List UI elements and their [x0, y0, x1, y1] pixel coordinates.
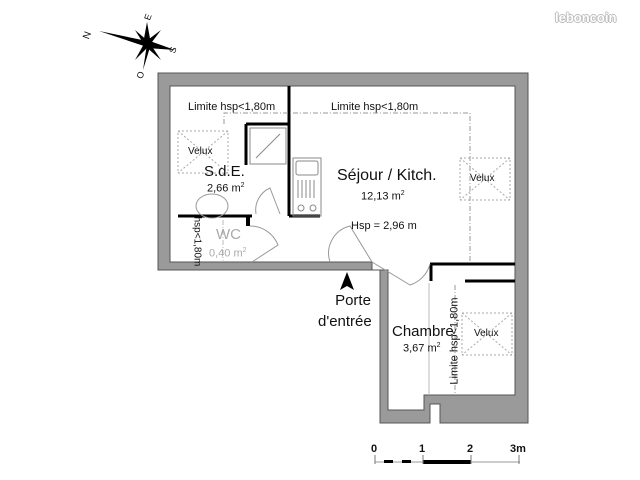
scale-tick-1: 1	[419, 443, 426, 455]
room-area-sde: 2,66 m2	[207, 182, 245, 195]
limit-label-sejour: Limite hsp<1,80m	[331, 101, 419, 113]
scale-bar	[374, 455, 520, 464]
velux-label-chambre: Velux	[474, 328, 499, 339]
compass-rose-icon	[99, 22, 175, 70]
room-area-sejour: 12,13 m2	[361, 190, 405, 203]
room-name-sejour: Séjour / Kitch.	[337, 167, 437, 184]
limit-label-sde: Limite hsp<1,80m	[188, 101, 276, 113]
scale-tick-2: 2	[467, 443, 474, 455]
entrance-arrow-icon	[340, 272, 354, 290]
entrance-label-line1: Porte	[335, 292, 371, 309]
limit-label-chambre: Limite hsp<1,80m	[448, 297, 461, 385]
room-name-sde: S.d.E.	[204, 163, 245, 180]
room-name-chambre: Chambre	[392, 323, 454, 340]
velux-label-sde: Velux	[188, 146, 213, 157]
room-area-chambre: 3,67 m2	[403, 342, 441, 355]
ceiling-height-sejour: Hsp = 2,96 m	[351, 220, 417, 232]
room-area-wc: 0,40 m2	[209, 247, 247, 260]
room-name-wc: WC	[216, 226, 241, 243]
scale-tick-0: 0	[371, 443, 378, 455]
brand-watermark: leboncoin	[555, 10, 617, 25]
entrance-label-line2: d'entrée	[318, 313, 372, 330]
velux-label-sejour: Velux	[470, 173, 495, 184]
limit-label-wc: hsp<1,80m	[191, 216, 203, 267]
outer-walls	[157, 72, 529, 424]
scale-tick-3m: 3m	[510, 443, 526, 455]
